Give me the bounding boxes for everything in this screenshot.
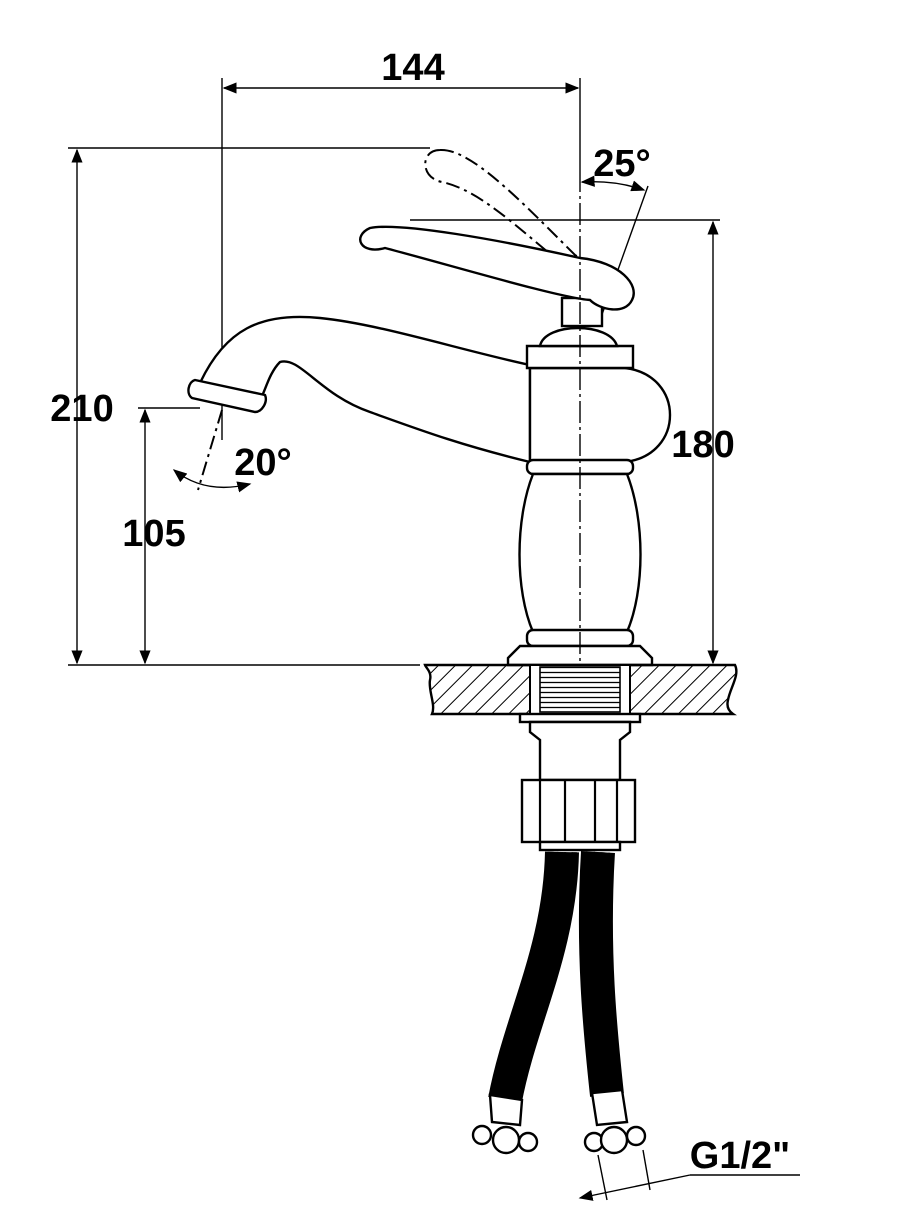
spout [198,315,532,464]
nut-bottom [538,840,622,852]
angle-label-20: 20° [234,442,291,484]
dimension-label-180: 180 [671,424,734,466]
dimension-label-210: 210 [50,388,113,430]
faucet-body-bulb [528,366,671,464]
dimension-210: 210 [50,147,430,666]
angle-20: 20° [172,409,292,493]
mounting-nut [520,778,637,844]
shank-body [528,720,632,782]
cartridge-dome [538,326,619,348]
thread-callout: G1/2" [578,1135,800,1201]
angle-25: 25° [580,143,651,321]
thread-size-label: G1/2" [690,1135,790,1177]
dimension-180: 180 [410,219,735,666]
angle-label-25: 25° [593,143,650,185]
handle-lever [359,225,635,311]
dimension-label-144: 144 [381,47,444,89]
dimension-144: 144 [221,47,581,440]
spout-aerator [187,378,267,414]
threaded-shank [539,666,621,713]
raised-handle-outline [424,148,601,271]
dimension-label-105: 105 [122,513,185,555]
flex-hose-left [471,851,579,1155]
flex-hose-right [578,850,647,1155]
dimension-105: 105 [122,407,200,665]
